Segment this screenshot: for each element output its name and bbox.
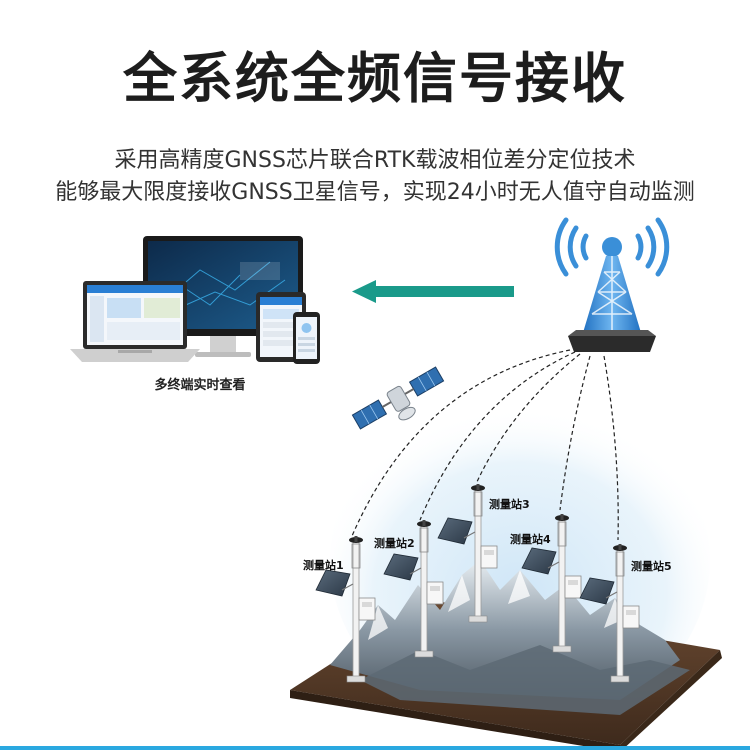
signal-link-1 xyxy=(351,349,571,537)
signal-tower-icon xyxy=(554,217,670,352)
laptop xyxy=(70,281,200,362)
accent-bar xyxy=(0,746,750,750)
station-label-2: 测量站2 xyxy=(374,537,415,550)
signal-link-2 xyxy=(419,351,576,521)
signal-link-5 xyxy=(603,355,619,541)
terrain-block xyxy=(290,560,722,750)
monitoring-station-3 xyxy=(437,484,498,623)
signal-links xyxy=(351,349,619,541)
stations-layer xyxy=(315,484,640,683)
page-title: 全系统全频信号接收 xyxy=(123,47,627,110)
smartphone xyxy=(293,312,320,364)
arrow-left-icon xyxy=(352,280,514,303)
station-label-1: 测量站1 xyxy=(303,559,344,572)
subtitle-line-2: 能够最大限度接收GNSS卫星信号，实现24小时无人值守自动监测 xyxy=(55,180,695,205)
signal-link-4 xyxy=(559,355,591,511)
monitoring-station-1 xyxy=(315,536,376,683)
signal-link-3 xyxy=(475,353,581,485)
monitoring-station-2 xyxy=(383,520,444,658)
subtitle-line-1: 采用高精度GNSS芯片联合RTK载波相位差分定位技术 xyxy=(114,148,636,173)
monitoring-station-4 xyxy=(521,514,582,653)
satellite-icon xyxy=(351,366,445,430)
terminals-group xyxy=(70,236,320,364)
monitoring-station-5 xyxy=(579,544,640,683)
station-label-3: 测量站3 xyxy=(489,498,530,511)
terminals-caption: 多终端实时查看 xyxy=(154,378,246,393)
station-label-4: 测量站4 xyxy=(510,533,551,546)
station-label-5: 测量站5 xyxy=(631,560,672,573)
